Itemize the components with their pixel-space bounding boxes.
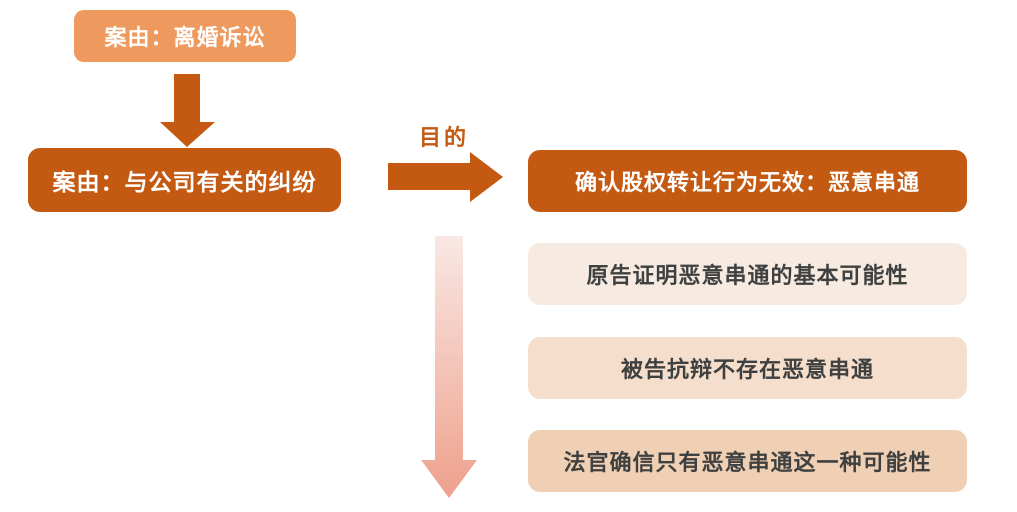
node-step-plaintiff-label: 原告证明恶意串通的基本可能性 (586, 263, 909, 288)
node-case-divorce: 案由：离婚诉讼 (74, 10, 296, 62)
node-case-company-label: 案由：与公司有关的纠纷 (52, 169, 317, 195)
node-step-plaintiff: 原告证明恶意串通的基本可能性 (528, 243, 967, 305)
down-arrow-icon (160, 74, 215, 147)
node-conclusion-label: 确认股权转让行为无效：恶意串通 (574, 170, 920, 195)
gradient-down-arrow-icon (421, 236, 477, 498)
node-step-defendant: 被告抗辩不存在恶意串通 (528, 337, 967, 399)
node-step-judge-label: 法官确信只有恶意串通这一种可能性 (563, 450, 932, 475)
node-case-divorce-label: 案由：离婚诉讼 (104, 25, 266, 50)
right-arrow-icon (388, 152, 503, 202)
purpose-label: 目的 (418, 125, 469, 150)
node-conclusion: 确认股权转让行为无效：恶意串通 (528, 150, 967, 212)
node-step-judge: 法官确信只有恶意串通这一种可能性 (528, 430, 967, 492)
node-step-defendant-label: 被告抗辩不存在恶意串通 (620, 357, 874, 382)
node-case-company: 案由：与公司有关的纠纷 (28, 148, 341, 212)
